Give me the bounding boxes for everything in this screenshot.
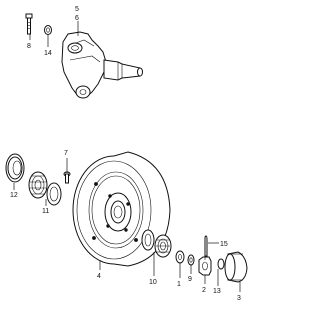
spindle-nut-part-9: [187, 254, 195, 266]
washer-part-14: [44, 25, 52, 35]
washer-part-1: [175, 250, 185, 264]
cotter-pin-part-15: [204, 235, 208, 257]
grease-cap-part-3: [224, 251, 248, 283]
callout-3: 3: [237, 295, 241, 302]
callout-15: 15: [220, 241, 228, 248]
castle-nut-part-2: [198, 256, 212, 276]
inner-bearing-part-11: [28, 171, 62, 206]
callout-13: 13: [213, 288, 221, 295]
callout-4: 4: [97, 273, 101, 280]
parts-diagram: 5 6 8 14 7 12 11 4 10 1 9 2 13 3 15: [5, 6, 248, 302]
wheel-bolt-part-7: [63, 171, 71, 184]
bolt-part-8: [25, 13, 33, 35]
callout-2: 2: [202, 287, 206, 294]
callout-10: 10: [149, 279, 157, 286]
knuckle-part-5-6: [61, 31, 143, 99]
oil-seal-part-12: [5, 153, 25, 183]
outer-bearing-part-10: [141, 229, 172, 258]
leader-lines: [13, 21, 241, 292]
callout-6: 6: [75, 15, 79, 22]
callout-9: 9: [188, 276, 192, 283]
callout-1: 1: [177, 281, 181, 288]
callout-14: 14: [44, 50, 52, 57]
callout-11: 11: [42, 208, 49, 215]
washer-part-13: [217, 258, 225, 270]
callout-12: 12: [10, 192, 18, 199]
brake-drum-part-4: [72, 151, 171, 267]
callout-8: 8: [27, 43, 31, 50]
callout-5: 5: [75, 6, 79, 13]
callout-7: 7: [64, 150, 68, 157]
